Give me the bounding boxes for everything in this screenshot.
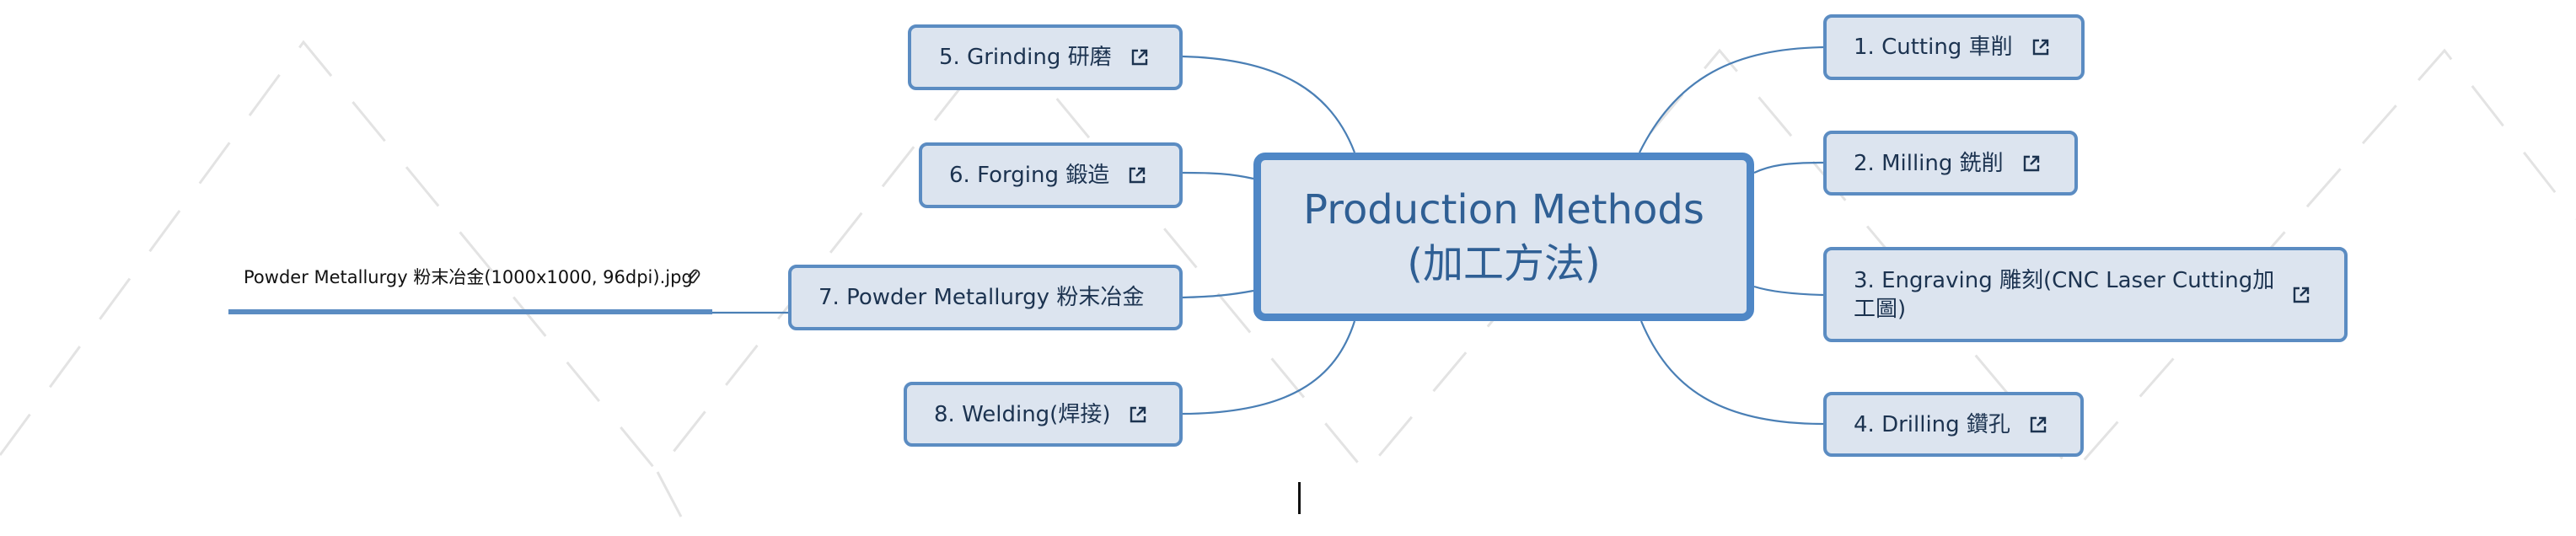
external-link-icon[interactable] xyxy=(2029,415,2047,434)
paperclip-icon[interactable] xyxy=(685,268,702,287)
watermark-line xyxy=(656,471,693,536)
topic-cutting[interactable]: 1. Cutting 車削 xyxy=(1823,14,2085,80)
external-link-icon[interactable] xyxy=(1129,405,1147,424)
link-powder xyxy=(1182,289,1254,299)
link-grinding xyxy=(1182,55,1356,153)
topic-label: 2. Milling 銑削 xyxy=(1854,150,2004,176)
external-link-icon[interactable] xyxy=(2022,154,2041,173)
external-link-icon[interactable] xyxy=(1128,166,1146,185)
topic-milling[interactable]: 2. Milling 銑削 xyxy=(1823,131,2078,196)
topic-label: 6. Forging 鍛造 xyxy=(949,163,1110,188)
external-link-icon[interactable] xyxy=(2031,38,2050,56)
watermark-line xyxy=(0,33,1005,474)
topic-engraving[interactable]: 3. Engraving 雕刻(CNC Laser Cutting加工圖) xyxy=(1823,247,2348,342)
central-topic-subtitle: (加工方法) xyxy=(1407,240,1601,287)
topic-powder-metallurgy[interactable]: 7. Powder Metallurgy 粉末冶金 xyxy=(788,265,1183,330)
topic-label: 8. Welding(焊接) xyxy=(934,401,1111,427)
link-drilling xyxy=(1640,320,1824,426)
topic-label: 5. Grinding 研磨 xyxy=(939,45,1112,70)
text-cursor xyxy=(1298,482,1301,514)
topic-drilling[interactable]: 4. Drilling 鑽孔 xyxy=(1823,392,2084,457)
topic-label: 3. Engraving 雕刻(CNC Laser Cutting加工圖) xyxy=(1854,267,2275,322)
attachment-underline xyxy=(228,309,712,314)
link-cutting xyxy=(1639,46,1824,153)
attachment-topic[interactable]: Powder Metallurgy 粉末冶金(1000x1000, 96dpi)… xyxy=(228,261,712,317)
topic-label: 1. Cutting 車削 xyxy=(1854,35,2013,60)
central-topic[interactable]: Production Methods (加工方法) xyxy=(1253,153,1754,321)
topic-forging[interactable]: 6. Forging 鍛造 xyxy=(919,142,1183,208)
topic-grinding[interactable]: 5. Grinding 研磨 xyxy=(908,24,1183,90)
link-welding xyxy=(1182,320,1356,415)
external-link-icon[interactable] xyxy=(2292,286,2310,304)
topic-label: 4. Drilling 鑽孔 xyxy=(1854,411,2010,437)
topic-welding[interactable]: 8. Welding(焊接) xyxy=(904,382,1183,447)
central-topic-title: Production Methods xyxy=(1303,186,1704,233)
attachment-filename: Powder Metallurgy 粉末冶金(1000x1000, 96dpi)… xyxy=(244,267,693,287)
external-link-icon[interactable] xyxy=(1130,48,1149,67)
link-engraving xyxy=(1753,285,1824,297)
topic-label: 7. Powder Metallurgy 粉末冶金 xyxy=(818,285,1145,310)
link-milling xyxy=(1753,161,1824,174)
link-forging xyxy=(1182,171,1254,180)
